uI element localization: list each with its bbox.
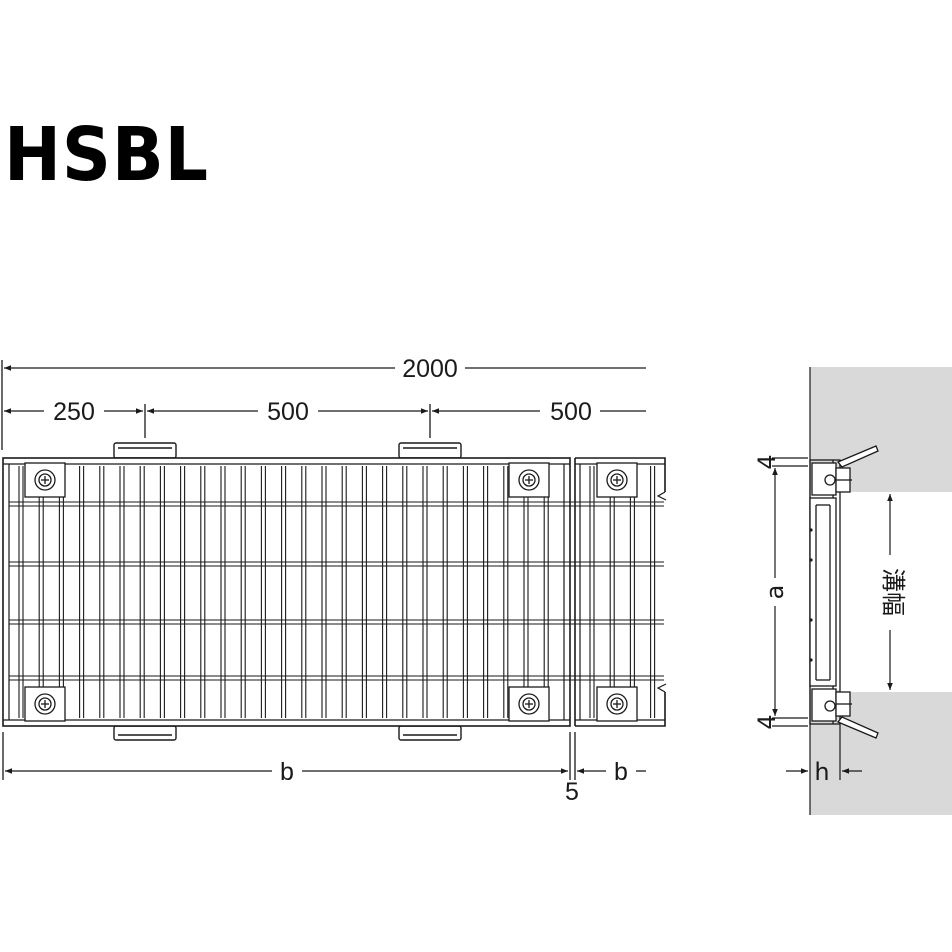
dimension-top-thickness-label: 4 <box>753 454 781 469</box>
dimension-h-label: h <box>814 758 829 786</box>
groove-width-label: 溝幅 <box>879 568 907 616</box>
dimension-first-label: 250 <box>53 398 95 426</box>
dimension-bottom-thickness-label: 4 <box>753 714 781 729</box>
dimension-total-label: 2000 <box>402 355 458 383</box>
dimension-b <box>2 732 646 780</box>
lifting-handle-bottom-right <box>398 725 462 741</box>
grating-plan-view <box>2 442 667 741</box>
dimension-a-label: a <box>761 585 789 600</box>
dimension-second-label: 500 <box>267 398 309 426</box>
product-title: HSBL <box>4 112 209 198</box>
dimension-b-main-label: b <box>280 758 294 786</box>
lifting-handle-top-right <box>398 442 462 459</box>
side-section-view <box>809 367 952 815</box>
lifting-handle-bottom-left <box>113 725 177 741</box>
lifting-handle-top-left <box>113 442 177 459</box>
dimension-b-end-label: b <box>614 758 628 786</box>
dimension-gap-label: 5 <box>565 778 579 806</box>
dimension-segments <box>4 404 646 438</box>
side-dimensions <box>772 457 893 780</box>
dimension-third-label: 500 <box>550 398 592 426</box>
dimension-total <box>1 360 646 450</box>
